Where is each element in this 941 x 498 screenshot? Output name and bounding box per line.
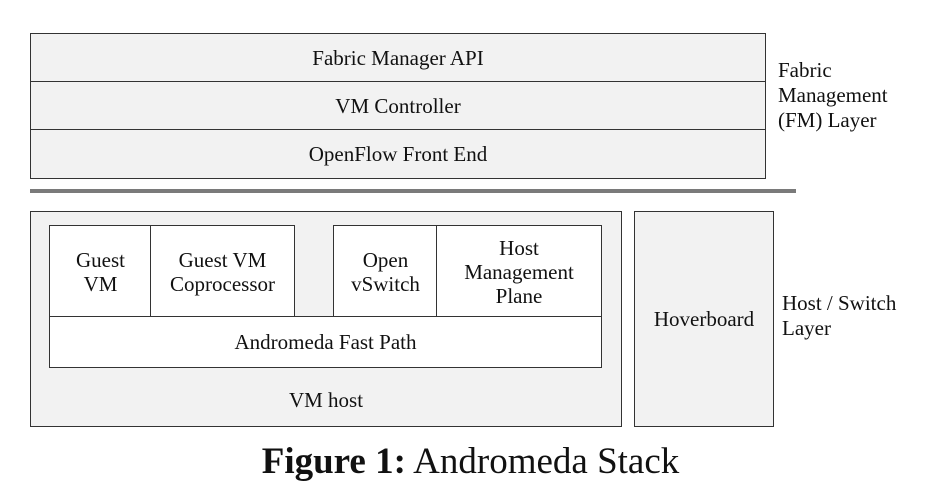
openflow-front-end-label: OpenFlow Front End xyxy=(308,142,488,166)
andromeda-fast-path-label: Andromeda Fast Path xyxy=(234,330,417,354)
open-vswitch-box: Open vSwitch xyxy=(333,225,438,318)
guest-vm-box: Guest VM xyxy=(49,225,152,318)
figure-caption-title: Andromeda Stack xyxy=(413,441,680,482)
host-management-plane-box: Host Management Plane xyxy=(436,225,602,318)
andromeda-fast-path-box: Andromeda Fast Path xyxy=(49,316,602,368)
host-switch-layer-label: Host / Switch Layer xyxy=(782,291,897,340)
vm-controller-box: VM Controller xyxy=(30,81,766,131)
openflow-front-end-box: OpenFlow Front End xyxy=(30,129,766,179)
guest-vm-label: Guest VM xyxy=(76,247,125,296)
guest-vm-coprocessor-box: Guest VM Coprocessor xyxy=(150,225,295,318)
fabric-manager-api-box: Fabric Manager API xyxy=(30,33,766,83)
open-vswitch-label: Open vSwitch xyxy=(351,247,420,296)
figure-caption-prefix: Figure 1: xyxy=(261,441,406,482)
hoverboard-box: Hoverboard xyxy=(634,211,774,427)
hoverboard-label: Hoverboard xyxy=(653,307,755,331)
guest-vm-coprocessor-label: Guest VM Coprocessor xyxy=(170,247,275,296)
figure-caption: Figure 1: Andromeda Stack xyxy=(0,440,941,484)
fm-layer-label: Fabric Management (FM) Layer xyxy=(778,58,888,132)
vm-host-label: VM host xyxy=(288,388,364,412)
host-management-plane-label: Host Management Plane xyxy=(464,235,574,308)
vm-controller-label: VM Controller xyxy=(335,94,461,118)
layer-divider xyxy=(30,189,796,193)
fabric-manager-api-label: Fabric Manager API xyxy=(312,46,484,70)
